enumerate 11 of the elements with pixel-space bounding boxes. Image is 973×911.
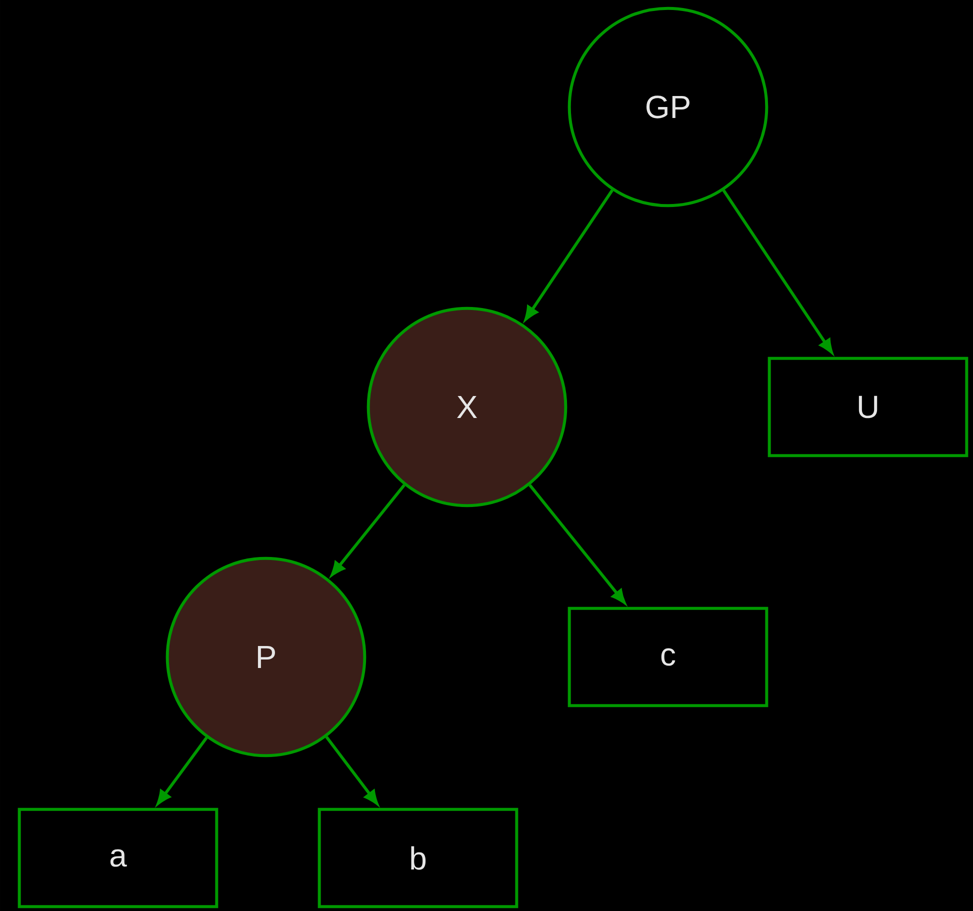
circle-node: P — [166, 556, 366, 758]
circle-node: GP — [568, 6, 768, 208]
leaf-box: b — [318, 808, 518, 908]
circle-node: X — [366, 306, 568, 508]
leaf-box: c — [568, 606, 768, 708]
arrow — [325, 736, 378, 805]
leaf-box: U — [768, 356, 968, 458]
arrow — [330, 484, 406, 576]
arrow — [156, 736, 208, 805]
arrow — [528, 484, 626, 604]
leaf-box: a — [18, 808, 218, 908]
